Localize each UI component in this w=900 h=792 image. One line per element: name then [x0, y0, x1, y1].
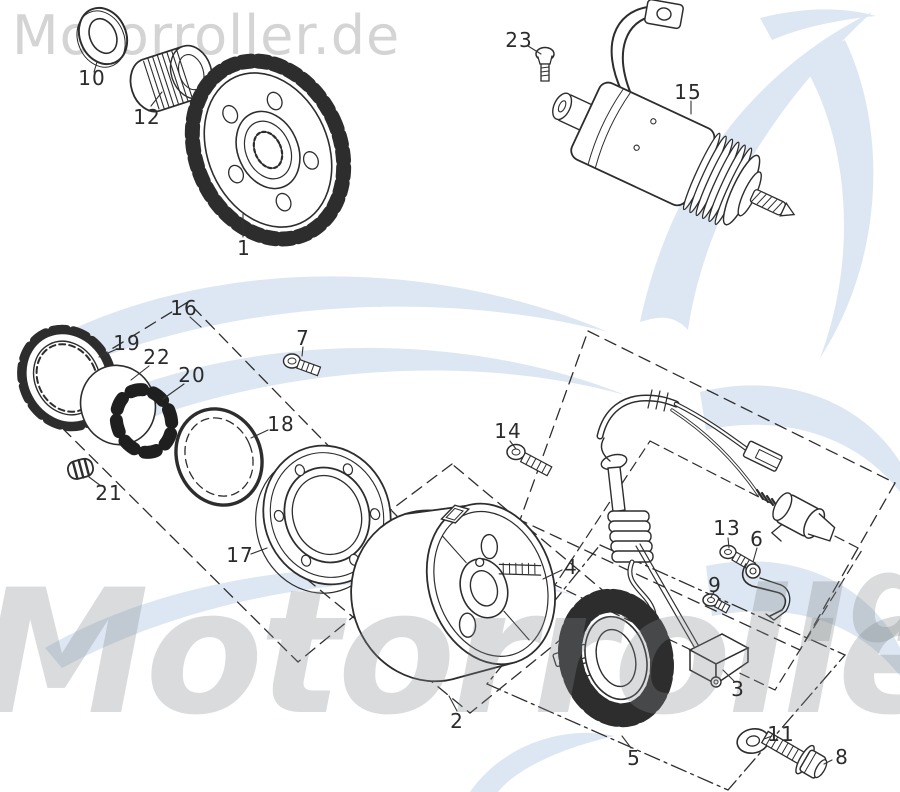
part-roller-21 — [66, 457, 94, 480]
part-bolt-7 — [282, 353, 322, 377]
part-label-5: 5 — [627, 746, 641, 770]
part-label-22: 22 — [143, 345, 171, 369]
part-clamp-bracket-6 — [741, 563, 791, 621]
part-flange-bolt-8 — [760, 730, 828, 779]
part-wave-ring-18 — [174, 407, 264, 507]
harness-inner-box — [554, 440, 863, 691]
part-seal-ring-10 — [76, 6, 129, 68]
part-label-10: 10 — [78, 66, 106, 90]
part-flywheel-4 — [350, 502, 557, 683]
part-pickup-coil-3 — [688, 633, 750, 688]
part-nut-9 — [702, 593, 731, 614]
gear-holes — [222, 91, 319, 212]
part-label-11: 11 — [767, 722, 795, 746]
part-wire-harness — [552, 389, 836, 682]
part-label-9: 9 — [708, 573, 722, 597]
part-label-6: 6 — [750, 527, 764, 551]
swoosh-shapes — [28, 9, 900, 792]
part-label-1: 1 — [237, 236, 251, 260]
part-label-7: 7 — [296, 326, 310, 350]
part-label-23: 23 — [505, 28, 533, 52]
part-starter-motor-15 — [552, 0, 796, 226]
part-label-16: 16 — [170, 296, 198, 320]
part-label-21: 21 — [95, 481, 123, 505]
shaft-splines — [751, 191, 783, 213]
bolt-threads — [765, 733, 799, 761]
part-label-13: 13 — [713, 516, 741, 540]
part-label-15: 15 — [674, 80, 702, 104]
part-stator-5 — [558, 588, 674, 728]
rubber-boot — [770, 492, 836, 542]
part-idler-gear-1 — [184, 53, 352, 247]
accordion-grommet — [607, 510, 654, 563]
part-label-12: 12 — [133, 105, 161, 129]
part-label-2: 2 — [450, 709, 464, 733]
part-label-3: 3 — [731, 677, 745, 701]
leader-lines — [88, 45, 833, 765]
bearing-stripes — [143, 49, 194, 110]
spade-connector — [742, 440, 783, 472]
part-label-19: 19 — [113, 331, 141, 355]
knurl-hatch — [502, 562, 536, 575]
part-bolt-14 — [506, 443, 553, 477]
part-label-8: 8 — [835, 745, 849, 769]
part-label-20: 20 — [178, 363, 206, 387]
motor-body — [552, 81, 796, 226]
part-label-18: 18 — [267, 412, 295, 436]
part-clutch-flange-17 — [255, 444, 392, 594]
part-label-17: 17 — [226, 543, 254, 567]
part-label-14: 14 — [494, 419, 522, 443]
part-label-4: 4 — [564, 555, 578, 579]
motor-cable-terminal — [644, 0, 684, 30]
part-star-washer-20 — [109, 383, 179, 459]
part-bolt-23 — [535, 46, 555, 82]
